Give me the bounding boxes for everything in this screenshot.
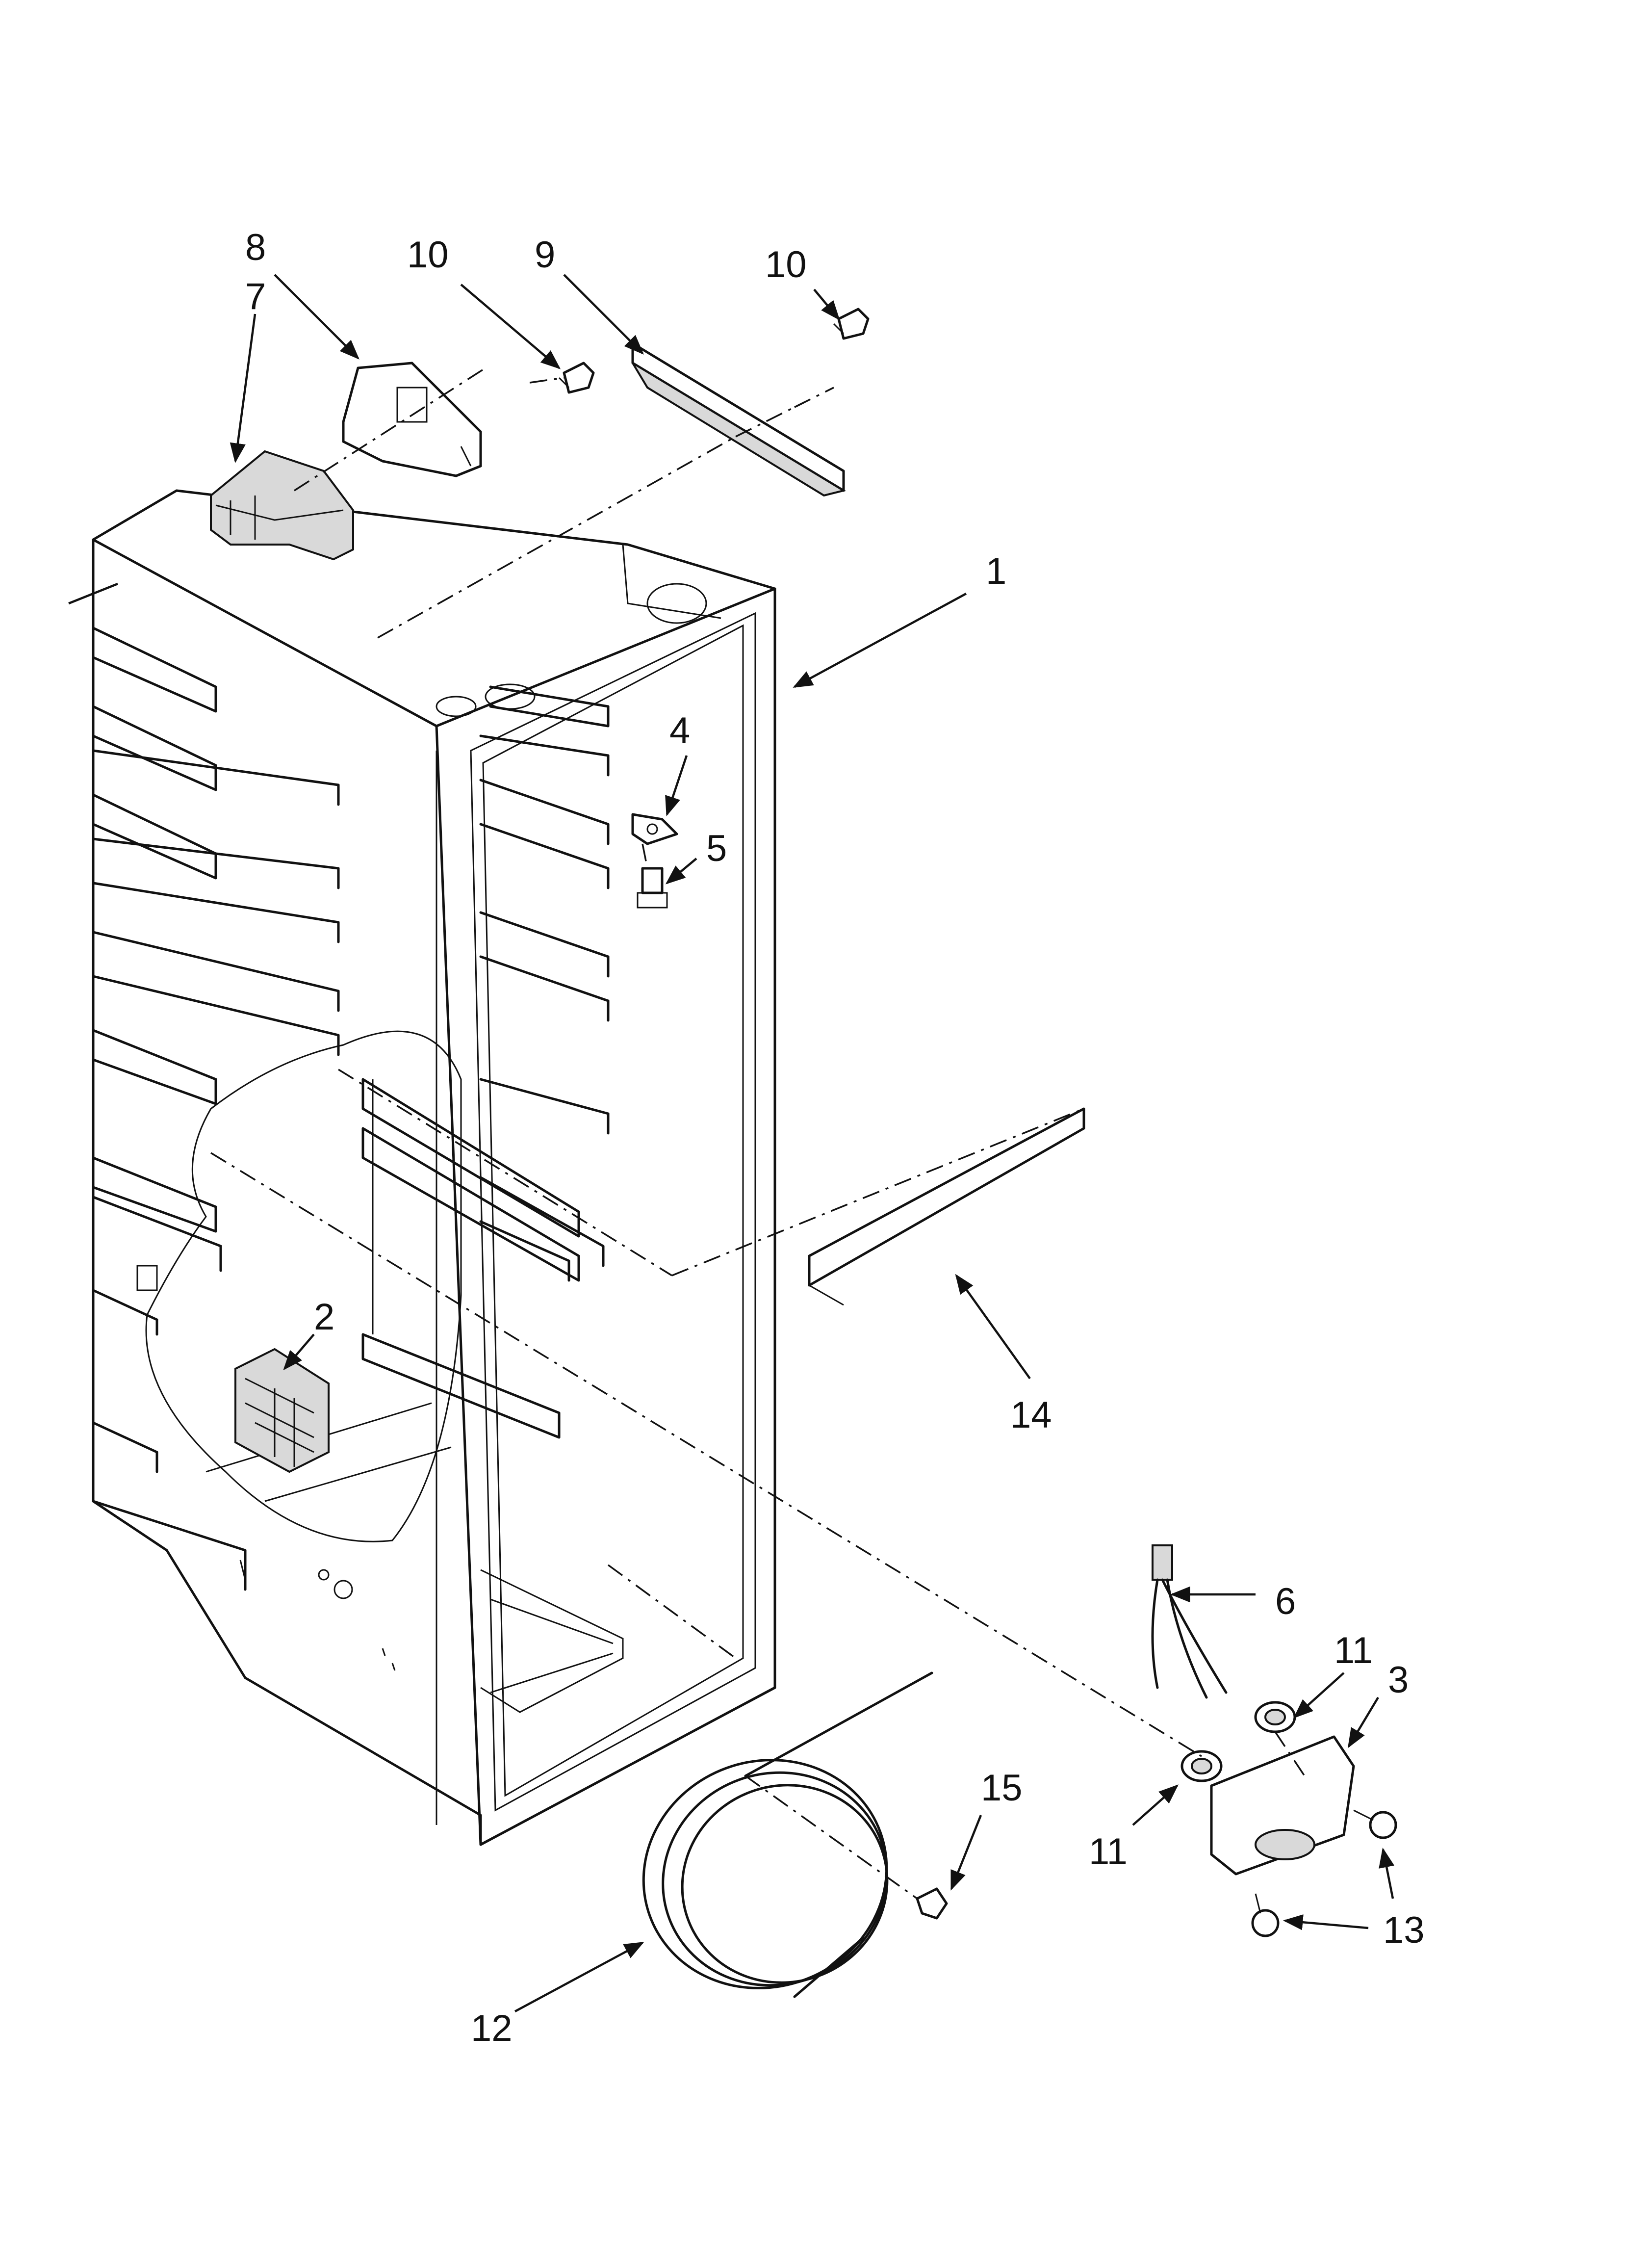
leader-arrows [68, 274, 1395, 2012]
lamp-socket-lower [1180, 1750, 1223, 1782]
mounting-clip [631, 813, 678, 845]
light-housing [1210, 1735, 1355, 1876]
callout-1: 1 [986, 550, 1006, 592]
screw-top-right [833, 308, 870, 340]
callout-9: 9 [535, 234, 555, 276]
tubing-screw [916, 1887, 948, 1920]
callout-10-right: 10 [765, 244, 807, 286]
callout-11-upper: 11 [1334, 1630, 1373, 1671]
callout-15: 15 [981, 1767, 1023, 1809]
callout-4: 4 [669, 710, 690, 752]
lamp-socket-upper [1254, 1701, 1296, 1733]
vent-grille [234, 1348, 330, 1473]
baffle-plate [808, 1107, 1085, 1306]
top-trim-strip [631, 342, 847, 497]
callout-11-lower: 11 [1089, 1831, 1128, 1873]
water-tubing-coil [642, 1671, 933, 1998]
housing-screw-upper [1353, 1809, 1397, 1839]
clip-screw [637, 867, 668, 909]
callout-6: 6 [1275, 1581, 1296, 1622]
screw-top-left [558, 362, 595, 394]
cabinet-liner [92, 489, 776, 1846]
callout-13: 13 [1383, 1909, 1425, 1951]
callout-3: 3 [1388, 1659, 1409, 1701]
callout-8: 8 [245, 227, 266, 268]
control-bracket [342, 362, 482, 477]
callout-5: 5 [706, 828, 727, 869]
callout-2: 2 [314, 1296, 334, 1338]
housing-screw-lower [1251, 1893, 1280, 1937]
callout-labels: 1 2 3 4 5 6 7 8 9 10 10 11 11 12 13 14 1… [245, 227, 1425, 2049]
wire-harness [1151, 1544, 1228, 1699]
callout-10-left: 10 [407, 234, 449, 276]
callout-14: 14 [1010, 1394, 1052, 1436]
control-housing [210, 450, 354, 561]
alignment-lines [210, 367, 1306, 1900]
callout-12: 12 [471, 2007, 513, 2049]
callout-7: 7 [245, 276, 266, 317]
